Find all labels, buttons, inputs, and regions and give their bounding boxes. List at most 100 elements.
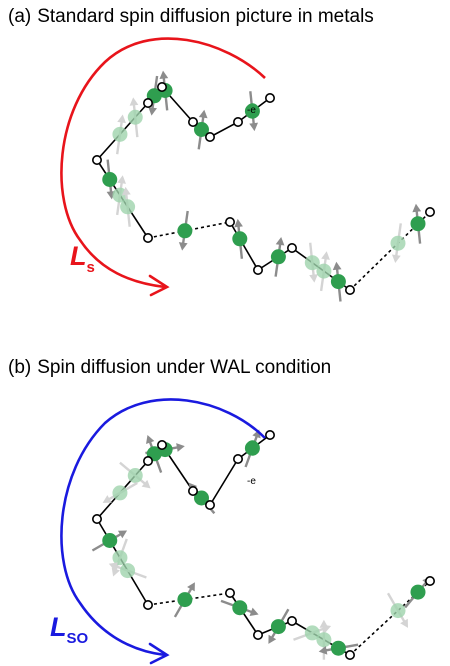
spin-arrow-head — [321, 251, 330, 260]
electron-sphere — [316, 632, 332, 648]
panel-a-length-label: Ls — [70, 241, 95, 276]
scattering-site — [344, 284, 355, 295]
panel-a-title: (a)Standard spin diffusion picture in me… — [8, 6, 374, 28]
panel-a-arrow-head — [148, 274, 170, 297]
spin-arrow-head — [117, 114, 126, 124]
spin-arrow-head — [117, 530, 128, 539]
panel-a-marks — [92, 70, 435, 302]
electron-sphere — [232, 600, 248, 616]
panel-b-length-label: LSO — [50, 612, 89, 647]
electron-sphere — [112, 485, 128, 501]
electron-sphere — [177, 223, 193, 239]
electron-sphere — [304, 625, 320, 641]
spin-arrow-head — [400, 618, 408, 628]
scattering-site — [233, 454, 244, 465]
panel-a-diagram: Ls -e — [60, 37, 435, 302]
electron-sphere — [194, 122, 209, 137]
spin-arrow-head — [187, 582, 195, 592]
spin-arrow-head — [268, 634, 277, 644]
scattering-site — [143, 98, 154, 109]
path-segment — [209, 121, 239, 138]
electron-sphere — [316, 263, 332, 279]
spin-arrow-head — [141, 479, 151, 489]
panel-b-caption: Spin diffusion under WAL condition — [37, 357, 332, 378]
path-segment — [147, 592, 231, 606]
electron-sphere — [177, 592, 193, 608]
electron-sphere — [390, 603, 406, 619]
scattering-site — [188, 486, 199, 497]
panel-a: (a)Standard spin diffusion picture in me… — [8, 6, 435, 302]
spin-arrow-head — [249, 122, 259, 132]
spin-arrow-head — [234, 218, 243, 228]
panel-a-label: (a) — [8, 6, 32, 27]
scattering-site — [157, 440, 168, 451]
scattering-site — [205, 132, 216, 143]
panel-b-marks — [91, 429, 435, 660]
spin-arrow-head — [249, 607, 259, 616]
electron-sphere — [232, 231, 248, 247]
spin-arrow-head — [146, 435, 155, 445]
moving-electron — [246, 103, 259, 116]
scattering-site — [253, 264, 264, 275]
spin-arrow-head — [332, 261, 342, 271]
electron-sphere — [194, 490, 209, 506]
panel-b: (b)Spin diffusion under WAL condition LS… — [0, 333, 450, 666]
scattering-site — [92, 514, 103, 525]
spin-arrow-head — [318, 645, 328, 655]
spin-arrow-head — [111, 567, 120, 577]
spin-arrow-head — [198, 109, 208, 119]
scattering-site — [286, 243, 297, 254]
path-segment — [209, 458, 239, 506]
panel-a-electron-label: -e — [247, 105, 256, 116]
electron-sphere — [410, 216, 426, 232]
spin-arrow-head — [148, 107, 157, 116]
spin-arrow-head — [275, 236, 285, 246]
spin-arrow-head — [319, 619, 329, 628]
panel-a-curved-arrow — [60, 37, 266, 289]
moving-electron — [246, 440, 259, 453]
spin-arrow-head — [159, 70, 169, 80]
spin-arrow-head — [412, 203, 422, 213]
spin-arrow-head — [176, 443, 185, 452]
electron-sphere — [102, 533, 118, 548]
path-segment — [147, 221, 231, 239]
spin-arrow-head — [108, 562, 118, 571]
electron-sphere — [120, 563, 136, 579]
panel-b-arrow-head — [148, 642, 170, 665]
scattering-site — [424, 207, 435, 218]
spin-arrow-head — [391, 254, 401, 264]
electron-sphere — [304, 255, 320, 271]
electron-sphere — [112, 550, 128, 566]
panel-b-electron-label: -e — [247, 476, 256, 487]
electron-sphere — [270, 249, 286, 265]
scattering-site — [205, 500, 216, 511]
spin-arrow-head — [121, 186, 131, 196]
path-segment — [229, 221, 259, 271]
scattering-site — [143, 599, 154, 610]
panel-b-title: (b)Spin diffusion under WAL condition — [8, 357, 331, 379]
electron-sphere — [410, 584, 426, 600]
scattering-site — [225, 217, 236, 228]
scattering-site — [264, 93, 275, 104]
scattering-site — [424, 576, 435, 587]
panel-b-diagram: LSO -e — [50, 398, 435, 665]
scattering-site — [225, 588, 236, 599]
scattering-site — [157, 82, 168, 93]
spin-arrow-head — [117, 175, 126, 184]
spin-arrow-head — [129, 97, 139, 106]
electron-sphere — [127, 109, 143, 125]
path-segment — [349, 211, 431, 291]
scattering-site — [92, 155, 103, 166]
electron-sphere — [270, 619, 286, 635]
path-segment — [229, 592, 259, 636]
scattering-site — [264, 430, 275, 441]
electron-sphere — [330, 274, 346, 290]
panel-a-caption: Standard spin diffusion picture in metal… — [37, 6, 374, 27]
spin-arrow-head — [178, 242, 188, 251]
spin-arrow-head — [309, 274, 318, 283]
electron-sphere — [102, 172, 118, 187]
panel-b-curved-arrow — [60, 398, 266, 657]
electron-sphere — [127, 468, 143, 483]
scattering-site — [188, 117, 199, 128]
scattering-site — [286, 615, 297, 626]
